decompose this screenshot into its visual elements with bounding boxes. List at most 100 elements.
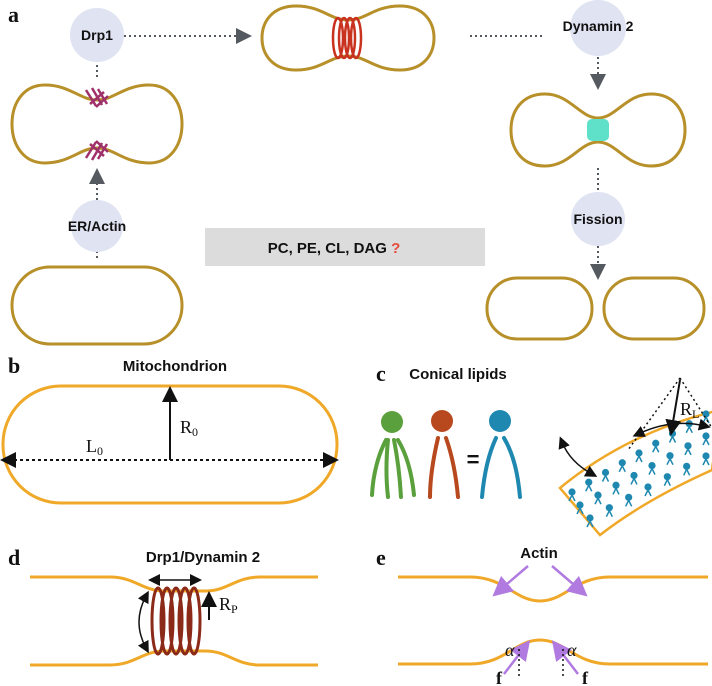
- bilayer-lipid-tail: [594, 496, 602, 505]
- daughter-mitochondrion-right: [602, 276, 706, 341]
- bilayer-lipid-head: [648, 461, 656, 470]
- lipid-blue-head: [489, 410, 511, 432]
- dynamin2-label: Dynamin 2: [563, 18, 634, 34]
- bilayer-lipid-tail: [663, 477, 672, 487]
- mitochondrion-intact: [10, 265, 184, 346]
- bilayer-lipid-tail: [612, 486, 620, 495]
- constriction-ring-icon: [150, 586, 202, 656]
- bilayer-lipid-tail: [668, 434, 677, 443]
- fission-bubble: [571, 192, 625, 246]
- RP-label: RP: [219, 594, 238, 616]
- bilayer-lipid-head: [568, 488, 576, 496]
- bilayer-lipid-tail: [635, 454, 643, 463]
- bilayer-lipid-tail: [682, 467, 691, 476]
- bending-arc-arrow: [558, 436, 598, 477]
- curved-bilayer-icon: [558, 410, 712, 537]
- bilayer-lipid-tail: [648, 466, 656, 475]
- bilayer-lipid-tail: [702, 415, 710, 424]
- lipid-green-head: [381, 411, 403, 433]
- lipids-box: [205, 228, 485, 266]
- dynamin2-collar-icon: [587, 119, 609, 141]
- bilayer-lipid-head: [605, 504, 613, 512]
- bilayer-lipid-tail: [684, 447, 692, 456]
- tubule-bottom-membrane-e: [398, 638, 708, 666]
- alpha-right-label: α: [567, 640, 577, 660]
- force-arrow-left: [503, 640, 531, 675]
- curvature-arc-arrow: [632, 418, 711, 437]
- RL-label: RL: [680, 399, 699, 421]
- bilayer-lipid-tail: [568, 493, 576, 502]
- L0-label: L0: [86, 436, 103, 458]
- question-mark: ?: [391, 240, 400, 257]
- actin-title: Actin: [520, 545, 558, 562]
- bilayer-lipid-tail: [618, 464, 626, 473]
- lipid-green-icon: [370, 438, 416, 499]
- mitochondrion-dynamin2-constricted: [509, 92, 687, 168]
- bilayer-lipid-head: [612, 481, 620, 489]
- panel-label-b: b: [8, 353, 20, 378]
- bilayer-lipid-head: [586, 514, 594, 522]
- er-actin-marks-top: [84, 87, 109, 108]
- bilayer-lipid-head: [684, 442, 692, 450]
- bilayer-lipid-head: [683, 462, 691, 470]
- bilayer-lipid-tail: [702, 457, 710, 466]
- mitochondrion-constricted-er: [10, 83, 184, 165]
- tubule-top-membrane-e: [398, 575, 708, 603]
- panel-label-a: a: [8, 2, 19, 27]
- bilayer-lipid-tail: [601, 473, 610, 482]
- mitochondrion-drp1-constricted: [260, 4, 436, 72]
- bilayer-lipid-head: [594, 491, 602, 499]
- drp1-bubble: [70, 8, 124, 62]
- bilayer-lipid-tail: [652, 444, 660, 453]
- bilayer-lipid-tail: [624, 498, 633, 507]
- bilayer-lipid-head: [618, 459, 626, 467]
- equals-sign: =: [467, 447, 480, 472]
- panel-label-c: c: [376, 361, 386, 386]
- bilayer-lipid-head: [702, 410, 710, 418]
- tubule-bottom-membrane-d: [30, 649, 318, 667]
- constriction-arc-arrow: [137, 590, 149, 654]
- bilayer-lipid-head: [576, 501, 584, 509]
- mitochondrion-title: Mitochondrion: [123, 358, 227, 375]
- f-left-label: f: [496, 668, 503, 686]
- bilayer-lipid-tail: [605, 508, 614, 518]
- daughter-mitochondrion-left: [485, 276, 594, 341]
- bilayer-lipid-head: [625, 493, 633, 501]
- actin-force-arrow-right: [551, 565, 588, 597]
- bilayer-lipid-tail: [702, 437, 710, 446]
- bilayer-lipid-head: [652, 439, 660, 447]
- f-right-label: f: [582, 668, 589, 686]
- panel-label-e: e: [376, 545, 386, 570]
- bilayer-lipid-tail: [685, 425, 693, 434]
- er-actin-label: ER/Actin: [68, 218, 126, 234]
- lipid-orange-icon: [428, 436, 460, 499]
- er-actin-marks-bottom: [84, 140, 109, 161]
- bilayer-lipid-head: [644, 483, 652, 491]
- bilayer-lipid-head: [630, 471, 638, 480]
- dynamin2-bubble: [570, 0, 626, 56]
- fission-label: Fission: [573, 211, 622, 227]
- tubule-top-membrane-d: [30, 575, 318, 593]
- bilayer-lipid-head: [702, 452, 710, 460]
- alpha-left-label: α: [505, 640, 515, 660]
- drp1-ring-icon: [331, 16, 363, 60]
- conical-lipids-title: Conical lipids: [409, 366, 507, 383]
- bilayer-lipid-head: [601, 468, 610, 477]
- bilayer-lipid-head: [635, 449, 643, 457]
- lipids-box-text: PC, PE, CL, DAG ?: [268, 240, 401, 257]
- bilayer-lipid-tail: [666, 457, 674, 466]
- er-actin-bubble: [71, 200, 123, 252]
- bilayer-lipid-head: [585, 478, 593, 486]
- lipid-blue-icon: [480, 436, 522, 499]
- drp1-label: Drp1: [81, 27, 113, 43]
- panel-label-d: d: [8, 545, 20, 570]
- lipid-orange-head: [431, 410, 453, 432]
- bilayer-lipid-head: [663, 473, 671, 481]
- bilayer-lipid-tail: [644, 488, 652, 497]
- bilayer-lipid-tail: [586, 519, 594, 528]
- drp1-dynamin2-title: Drp1/Dynamin 2: [146, 549, 260, 566]
- bilayer-lipid-tail: [630, 476, 638, 485]
- bilayer-lipid-tail: [576, 506, 584, 515]
- curvature-radius-dotted-left: [627, 377, 681, 451]
